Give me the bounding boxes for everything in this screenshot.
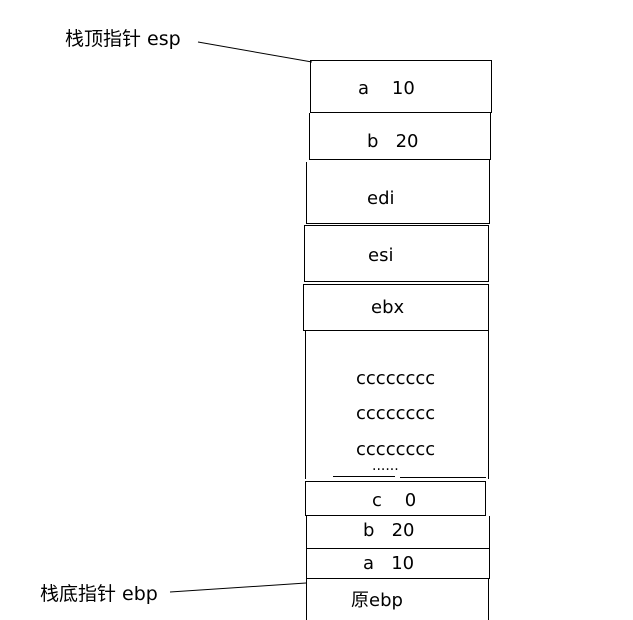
stack-cell-old-ebp <box>306 579 489 620</box>
stack-bottom-pointer-label: 栈底指针 ebp <box>40 583 158 605</box>
stack-cell-a-bottom <box>306 549 490 579</box>
cell-text-c: c 0 <box>372 490 417 511</box>
stack-cell-b-bottom <box>306 516 490 549</box>
border <box>489 160 490 224</box>
cell-text-b-bottom: b 20 <box>363 520 415 541</box>
border <box>306 578 490 579</box>
cell-text-esi: esi <box>368 245 394 266</box>
border <box>488 331 489 479</box>
cell-text-a-bottom: a 10 <box>363 553 415 574</box>
border <box>485 481 486 516</box>
border <box>309 113 310 160</box>
stack-cell-edi <box>306 160 490 224</box>
border <box>488 579 489 620</box>
ebp-leader-line <box>169 582 307 593</box>
stack-cell-esi <box>304 225 489 282</box>
border <box>490 113 491 160</box>
stack-cell-b-top <box>309 113 491 160</box>
border <box>310 112 492 113</box>
border <box>305 481 306 516</box>
esp-leader-line <box>197 41 313 63</box>
cell-text-b-top: b 20 <box>367 131 419 152</box>
border <box>488 225 489 282</box>
border <box>305 331 306 479</box>
partial-divider-left <box>333 476 395 477</box>
cell-text-ebx: ebx <box>371 297 405 318</box>
stack-cell-fill <box>305 331 489 479</box>
stack-cell-ebx <box>303 284 489 331</box>
border <box>303 284 489 285</box>
cell-text-ellipsis: ...... <box>372 458 399 474</box>
cell-text-fill-1: cccccccc <box>356 368 436 389</box>
border <box>306 548 490 549</box>
border <box>304 281 489 282</box>
border <box>309 159 491 160</box>
stack-cell-a-top <box>310 60 492 113</box>
border <box>491 60 492 113</box>
border <box>304 225 305 282</box>
border <box>303 330 489 331</box>
border <box>310 60 311 113</box>
partial-divider-right <box>400 477 486 478</box>
border <box>488 284 489 331</box>
cell-text-edi: edi <box>367 188 395 209</box>
stack-top-pointer-label: 栈顶指针 esp <box>65 28 181 50</box>
cell-text-old-ebp: 原ebp <box>351 590 403 611</box>
cell-text-a-top: a 10 <box>358 78 415 99</box>
border <box>306 516 307 549</box>
border <box>306 223 490 224</box>
border <box>305 481 486 482</box>
cell-text-fill-2: cccccccc <box>356 403 436 424</box>
border <box>306 579 307 620</box>
border <box>310 60 492 61</box>
border <box>306 549 307 579</box>
border <box>303 284 304 331</box>
border <box>489 549 490 579</box>
border <box>305 515 486 516</box>
stack-cell-c <box>305 481 486 516</box>
border <box>306 162 307 224</box>
border <box>304 225 489 226</box>
cell-text-fill-3: cccccccc <box>356 439 436 460</box>
border <box>489 516 490 549</box>
